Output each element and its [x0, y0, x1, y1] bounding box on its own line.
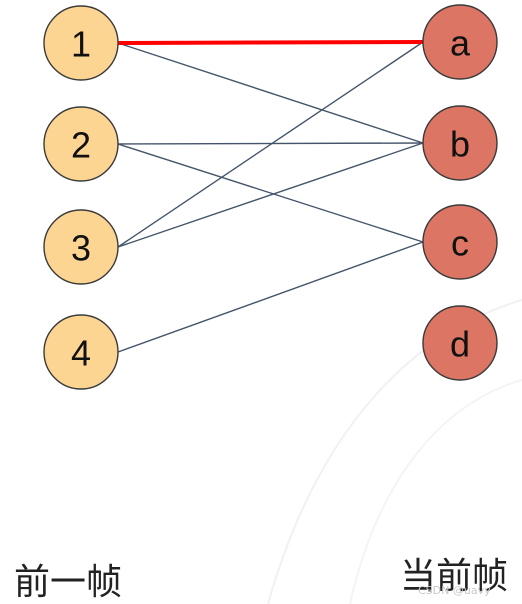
previous-frame-label: 前一帧: [14, 562, 122, 603]
node-circle-2: [43, 106, 119, 182]
node-circle-d: [422, 305, 498, 381]
node-label-4: 4: [71, 333, 91, 374]
edge-1-b: [117, 42, 424, 144]
node-circle-1: [43, 5, 119, 81]
node-label-3: 3: [71, 228, 91, 269]
node-label-1: 1: [71, 24, 91, 65]
node-3: 3: [43, 209, 119, 285]
node-circle-4: [43, 314, 119, 390]
node-c: c: [422, 204, 498, 280]
node-label-b: b: [450, 124, 470, 165]
current-frame-label: 当前帧: [400, 556, 508, 597]
node-2: 2: [43, 106, 119, 182]
node-circle-3: [43, 209, 119, 285]
edge-3-a: [117, 41, 424, 248]
nodes-layer: 1 2 3 4 a b c d: [43, 4, 498, 390]
node-4: 4: [43, 314, 119, 390]
node-a: a: [422, 4, 498, 80]
node-d: d: [422, 305, 498, 381]
edges-layer: [116, 40, 425, 353]
edge-2-b: [117, 142, 424, 145]
node-circle-c: [422, 204, 498, 280]
node-label-2: 2: [71, 125, 91, 166]
node-label-a: a: [450, 23, 471, 64]
watermark: CSDN @uavy: [418, 584, 491, 597]
edge-4-c: [117, 241, 424, 353]
node-1: 1: [43, 5, 119, 81]
node-label-d: d: [450, 324, 470, 365]
node-circle-a: [422, 4, 498, 80]
node-b: b: [422, 105, 498, 181]
node-circle-b: [422, 105, 498, 181]
node-label-c: c: [451, 223, 469, 264]
edge-1-a-highlighted: [116, 40, 425, 45]
edge-2-c: [117, 143, 424, 243]
edge-3-b: [117, 142, 424, 248]
